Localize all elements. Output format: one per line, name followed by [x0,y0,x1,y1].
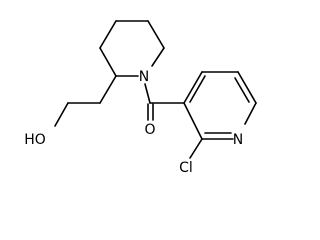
bond-pyridine-c4-c3-inner [189,75,206,103]
bond-n1-carbonyl [144,83,151,104]
chemical-structure-diagram: HO N O N Cl [24,20,257,176]
piperidine-ring [99,20,165,77]
bond-pyridine-c5-c6 [237,71,257,104]
piperidine-nitrogen-label: N [139,69,149,85]
bond-ch2-oh [54,102,69,127]
bond-pyridine-c3-c4 [183,71,203,104]
bond-c2-ch2 [99,75,117,104]
bond-pyridine-c5-c6-inner [234,77,250,103]
pyridine-nitrogen-label: N [233,132,243,148]
hydroxyethyl-chain [54,75,117,127]
bond-piperidine-c5-c6 [147,20,165,49]
bond-pyridine-c2-c3 [183,102,203,140]
chlorine-label: Cl [179,160,193,176]
bond-c2-chlorine [189,138,203,159]
amide-linkage [144,83,185,121]
bond-pyridine-c6-n [244,102,257,125]
bond-piperidine-c6-n1 [151,47,165,67]
carbonyl-oxygen-label: O [144,122,155,138]
bond-piperidine-c3-c4 [99,20,117,49]
bond-piperidine-c2-c3 [99,47,117,77]
hydroxyl-label: HO [24,132,46,148]
pyridine-ring [183,71,257,140]
